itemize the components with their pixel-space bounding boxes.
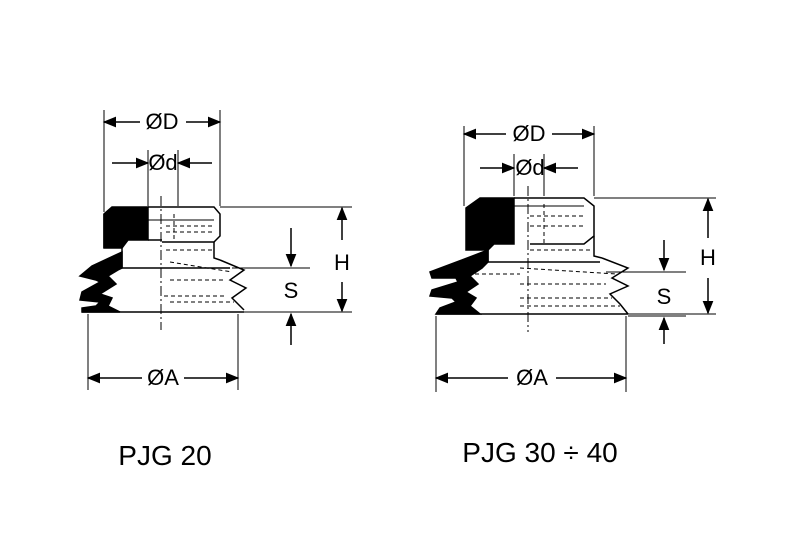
dimension-inner-diameter-left xyxy=(112,150,212,206)
label-outer-diameter-right: ØD xyxy=(513,121,546,146)
label-inner-diameter-left: Ød xyxy=(148,150,177,175)
dimension-cup-diameter-right xyxy=(434,316,628,392)
label-cup-diameter-right: ØA xyxy=(516,365,548,390)
cap-section-right xyxy=(465,197,515,251)
label-stroke-left: S xyxy=(284,278,299,303)
caption-right: PJG 30 ÷ 40 xyxy=(462,437,617,468)
dimension-height-right xyxy=(594,197,716,315)
dimension-outer-diameter-left xyxy=(102,110,222,212)
label-inner-diameter-right: Ød xyxy=(515,155,544,180)
dimension-stroke-right xyxy=(606,240,686,344)
bellows-right-profile xyxy=(428,248,489,315)
view-pjg-30-40 xyxy=(428,126,716,392)
bellows-left-profile xyxy=(78,250,123,313)
label-stroke-right: S xyxy=(657,284,672,309)
view-pjg-20 xyxy=(78,110,352,390)
suction-cup-body-left xyxy=(78,196,248,330)
dimension-inner-diameter-right xyxy=(480,154,578,196)
label-outer-diameter-left: ØD xyxy=(146,109,179,134)
label-cup-diameter-left: ØA xyxy=(147,365,179,390)
suction-cup-body-right xyxy=(428,186,630,332)
cap-section-left xyxy=(103,206,149,249)
dimension-stroke-left xyxy=(232,228,310,345)
label-height-left: H xyxy=(334,250,350,275)
dimension-outer-diameter-right xyxy=(462,126,596,206)
dimension-cup-diameter-left xyxy=(86,314,240,390)
label-height-right: H xyxy=(700,245,716,270)
caption-left: PJG 20 xyxy=(118,440,211,471)
dimension-height-left xyxy=(220,206,352,313)
